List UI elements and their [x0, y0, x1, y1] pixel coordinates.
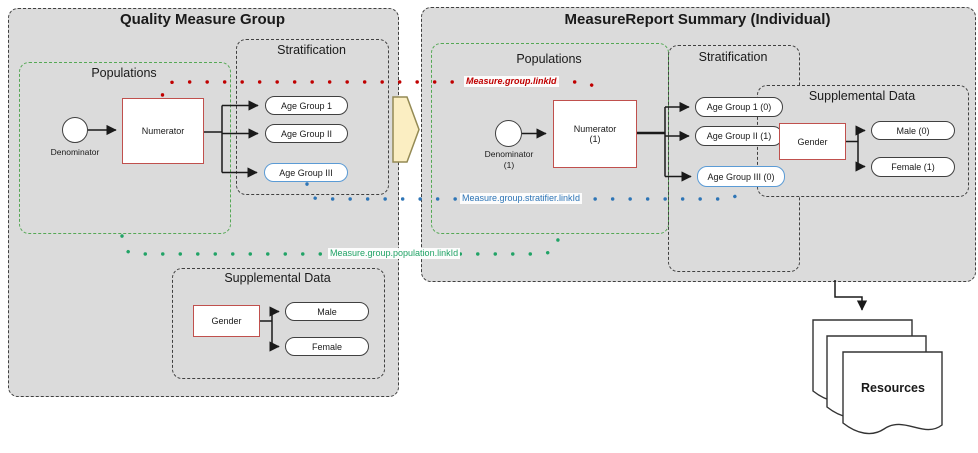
gender-node-right: Gender [779, 123, 846, 160]
supplemental-data-label-left: Supplemental Data [224, 271, 331, 285]
report-to-resources-connector [834, 280, 868, 311]
quality-measure-group-title: Quality Measure Group [119, 11, 286, 28]
populations-container-left [19, 62, 231, 234]
denominator-label-left: Denominator [50, 147, 100, 157]
stratification-label-left: Stratification [277, 43, 346, 57]
population-linkid-annotation: Measure.group.population.linkId [328, 248, 461, 259]
populations-label-right: Populations [516, 52, 582, 66]
age-group-2-left: Age Group II [265, 124, 348, 143]
male-node-right: Male (0) [871, 121, 955, 140]
male-node-left: Male [285, 302, 369, 321]
supplemental-data-container-left [172, 268, 385, 379]
age-group-1-left: Age Group 1 [265, 96, 348, 115]
stratifier-linkid-annotation: Measure.group.stratifier.linkId [460, 193, 583, 204]
denominator-node-left [62, 117, 88, 143]
numerator-label-right: Numerator [573, 124, 617, 134]
populations-label-left: Populations [91, 66, 157, 80]
age-group-3-left: Age Group III [264, 163, 348, 182]
numerator-node-left: Numerator [122, 98, 204, 164]
numerator-count-right: (1) [589, 134, 601, 144]
denominator-label-right: Denominator [484, 149, 534, 159]
female-node-right: Female (1) [871, 157, 955, 177]
resources-label: Resources [861, 381, 925, 395]
denominator-count-right: (1) [503, 160, 515, 170]
measure-report-title: MeasureReport Summary (Individual) [564, 11, 831, 28]
female-node-left: Female [285, 337, 369, 356]
age-group-3-right: Age Group III (0) [697, 166, 785, 187]
denominator-node-right [495, 120, 522, 147]
age-group-2-right: Age Group II (1) [695, 126, 783, 146]
age-group-1-right: Age Group 1 (0) [695, 97, 783, 117]
gender-node-left: Gender [193, 305, 260, 337]
resources-stack-icon [812, 319, 943, 435]
group-linkid-annotation: Measure.group.linkId [464, 76, 559, 87]
stratification-label-right: Stratification [698, 50, 768, 64]
supplemental-data-label-right: Supplemental Data [808, 89, 916, 103]
numerator-node-right: Numerator (1) [553, 100, 637, 168]
